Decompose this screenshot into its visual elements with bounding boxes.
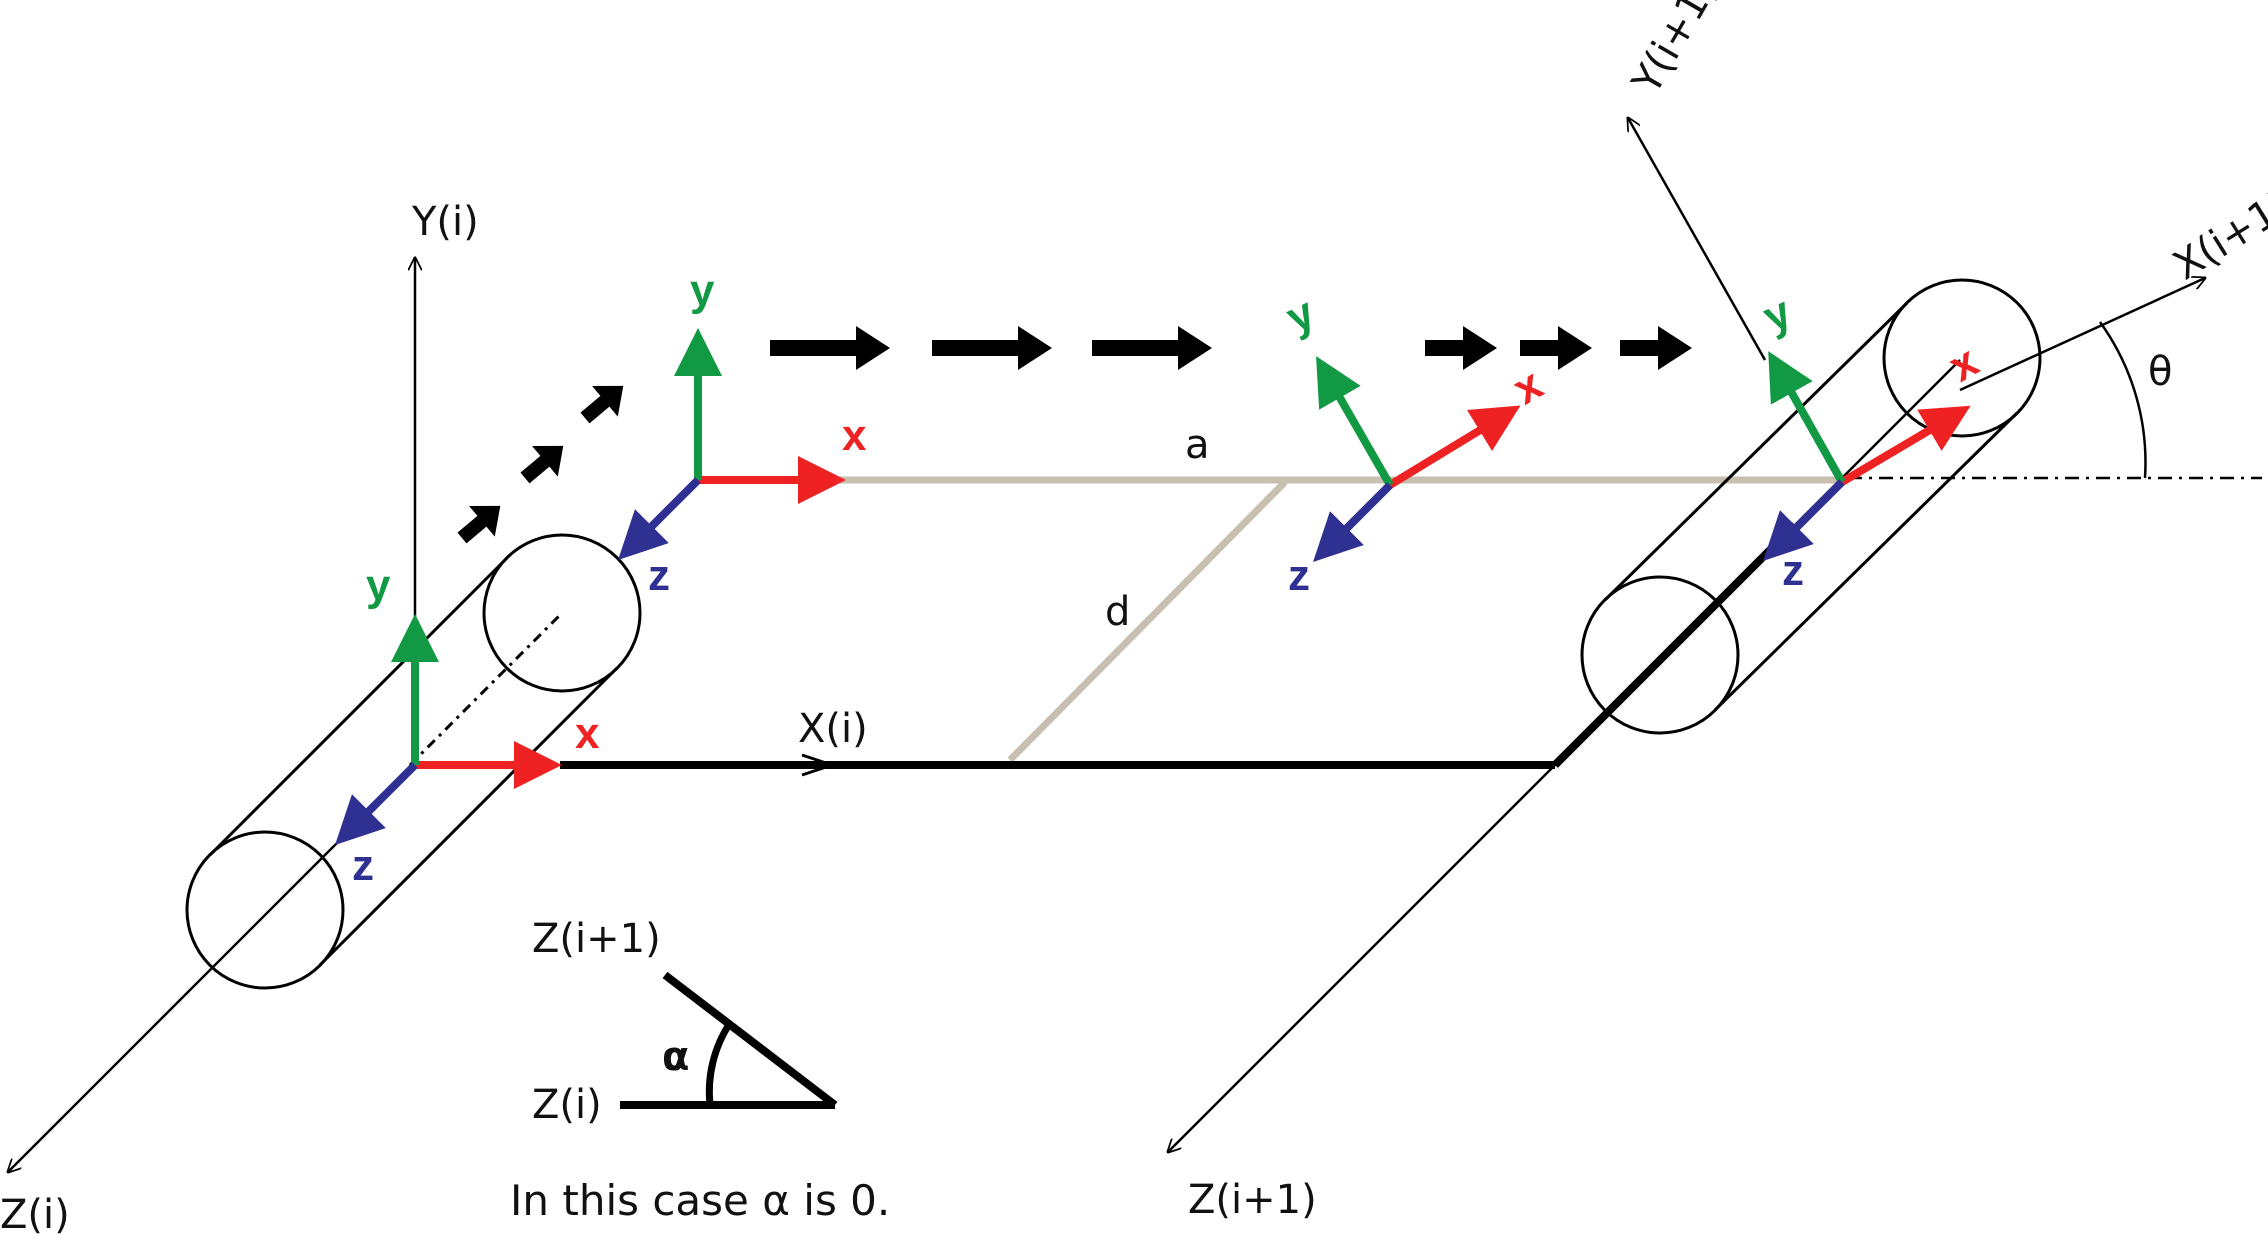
x-i-label: X(i) [798,706,868,752]
x-i-arrowhead [801,753,837,777]
caption-text: In this case α is 0. [510,1176,890,1225]
z-i1-label: Z(i+1) [1188,1177,1317,1223]
inset-z-i-label: Z(i) [532,1082,602,1128]
frame-1-y-letter: y [366,561,391,610]
frame-1-z-letter: z [352,841,374,890]
frame-2-z-letter: z [648,551,670,600]
theta-arc [2098,321,2147,479]
joint-i-cylinder [185,533,642,990]
a-label: a [1185,422,1210,468]
link-d-line [1007,479,1288,763]
frame-2-y-letter: y [690,266,715,315]
frame-4-z-letter: z [1782,546,1804,595]
y-i1-axis [1628,118,1767,361]
x-i1-label: X(i+1) [2166,182,2268,289]
alpha-inset [620,971,838,1109]
y-i1-label: Y(i+1) [1623,0,1726,103]
frame-3-y-letter: y [1279,288,1322,343]
frame-2-x-letter: x [842,411,867,460]
frame-1-x-letter: x [575,709,600,758]
frame-3-z-letter: z [1288,551,1310,600]
frame-2 [618,328,846,560]
z-i-label: Z(i) [0,1192,70,1238]
d-label: d [1105,589,1130,635]
motion-arrows [457,326,1692,544]
frame-3-x-letter: x [1505,359,1551,414]
x-i1-axis [1959,278,2205,392]
y-i-label: Y(i) [411,199,479,245]
frame-1 [335,614,562,845]
theta-label: θ [2148,349,2172,395]
alpha-label: α [662,1034,689,1080]
frame-4-y-letter: y [1756,287,1799,342]
frame-3 [1313,356,1521,562]
inset-z-i1-label: Z(i+1) [532,916,661,962]
frame-4 [1763,351,1971,561]
frame-4-x-letter: x [1941,336,1987,391]
